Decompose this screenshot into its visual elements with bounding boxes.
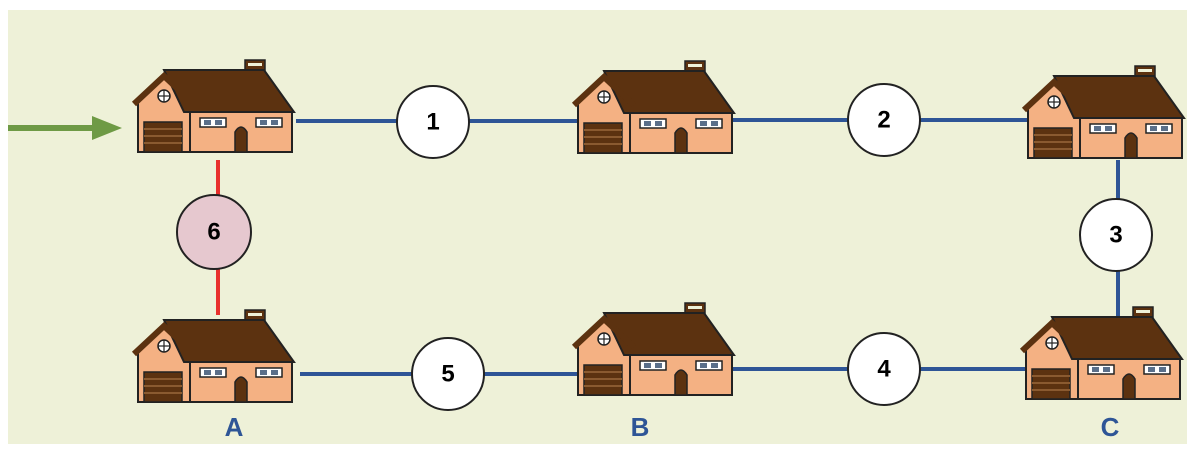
link-node-1: 1: [396, 85, 470, 159]
house-label-c: C: [1101, 412, 1120, 442]
house-icon: [574, 61, 734, 153]
link-node-2: 2: [847, 83, 921, 157]
house-label-b: B: [631, 412, 650, 442]
house-icon: [1022, 307, 1182, 399]
link-node-label: 4: [877, 356, 891, 383]
link-node-5: 5: [411, 337, 485, 411]
house-icon: [134, 310, 294, 402]
house-icon: [134, 60, 294, 152]
house-icon: [574, 303, 734, 395]
link-node-3: 3: [1079, 198, 1153, 272]
link-node-label: 1: [426, 109, 439, 136]
arrow-right-icon: [8, 116, 122, 140]
link-node-label: 6: [207, 219, 220, 246]
link-node-label: 3: [1109, 222, 1122, 249]
link-node-6: 6: [176, 194, 252, 270]
link-node-label: 5: [441, 361, 454, 388]
link-node-label: 2: [877, 107, 890, 134]
house-icon: [1024, 66, 1184, 158]
house-label-a: A: [225, 412, 244, 442]
link-node-4: 4: [847, 332, 921, 406]
